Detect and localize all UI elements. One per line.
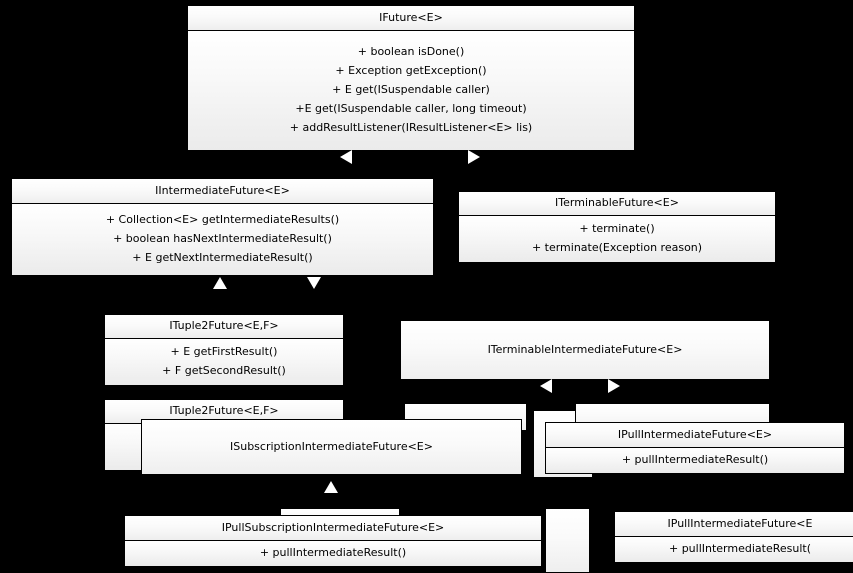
class-box-ituple2future[interactable]: ITuple2Future<E,F> + E getFirstResult() …: [104, 314, 344, 386]
member-row: + terminate(): [579, 222, 655, 236]
inheritance-arrow-to-ifuture-left: [340, 150, 352, 164]
class-title-ipullintermediatefuture: IPullIntermediateFuture<E>: [546, 423, 844, 448]
class-title-ipullsubscriptionintermediatefuture: IPullSubscriptionIntermediateFuture<E>: [125, 516, 541, 541]
member-row: + pullIntermediateResult(: [668, 542, 812, 556]
class-box-iintermediatefuture[interactable]: IIntermediateFuture<E> + Collection<E> g…: [11, 178, 434, 276]
class-members-iintermediatefuture: + Collection<E> getIntermediateResults()…: [12, 204, 433, 275]
class-title-ipullintermediatefuture-2: IPullIntermediateFuture<E: [615, 512, 853, 537]
inheritance-arrow-to-isubscriptionintermediate: [324, 481, 338, 493]
class-box-isubscriptionintermediatefuture[interactable]: ISubscriptionIntermediateFuture<E>: [141, 419, 522, 475]
class-box-ipullsubscriptionintermediatefuture[interactable]: IPullSubscriptionIntermediateFuture<E> +…: [124, 515, 542, 567]
inheritance-arrow-from-iintermediatefuture-right: [307, 277, 321, 289]
class-members-ipullsubscriptionintermediatefuture: + pullIntermediateResult(): [125, 541, 541, 566]
inheritance-arrow-to-iterminableintermediate-right: [608, 379, 620, 393]
member-row: + E getNextIntermediateResult(): [132, 250, 313, 264]
class-title-iintermediatefuture: IIntermediateFuture<E>: [12, 179, 433, 204]
class-members-ituple2future: + E getFirstResult() + F getSecondResult…: [105, 339, 343, 385]
class-title-occluded-e: [546, 509, 589, 572]
class-members-iterminablefuture: + terminate() + terminate(Exception reas…: [459, 216, 775, 262]
class-title-iterminablefuture: ITerminableFuture<E>: [459, 192, 775, 216]
member-row: + pullIntermediateResult(): [621, 453, 769, 467]
member-row: + addResultListener(IResultListener<E> l…: [289, 120, 533, 134]
class-members-ipullintermediatefuture-2: + pullIntermediateResult(: [615, 537, 853, 562]
inheritance-arrow-to-iintermediatefuture-left: [213, 277, 227, 289]
member-row: + pullIntermediateResult(): [259, 546, 407, 560]
class-title-isubscriptionintermediatefuture: ISubscriptionIntermediateFuture<E>: [142, 420, 521, 474]
member-row: + E getFirstResult(): [170, 345, 278, 359]
class-members-ipullintermediatefuture: + pullIntermediateResult(): [546, 448, 844, 473]
class-members-ifuture: + boolean isDone() + Exception getExcept…: [188, 31, 634, 150]
class-title-ifuture: IFuture<E>: [188, 6, 634, 31]
class-box-ipullintermediatefuture-2[interactable]: IPullIntermediateFuture<E + pullIntermed…: [614, 511, 853, 563]
class-box-ifuture[interactable]: IFuture<E> + boolean isDone() + Exceptio…: [187, 5, 635, 151]
class-box-ipullintermediatefuture[interactable]: IPullIntermediateFuture<E> + pullInterme…: [545, 422, 845, 474]
member-row: + terminate(Exception reason): [531, 241, 703, 254]
member-row: + F getSecondResult(): [162, 364, 286, 377]
class-title-ituple2future: ITuple2Future<E,F>: [105, 315, 343, 339]
member-row: + boolean hasNextIntermediateResult(): [113, 232, 332, 246]
inheritance-arrow-to-ifuture-right: [468, 150, 480, 164]
class-box-occluded-e[interactable]: [545, 508, 590, 573]
class-box-iterminablefuture[interactable]: ITerminableFuture<E> + terminate() + ter…: [458, 191, 776, 263]
member-row: + boolean isDone(): [357, 45, 465, 59]
member-row: + E get(ISuspendable caller): [332, 83, 490, 97]
class-box-iterminableintermediatefuture[interactable]: ITerminableIntermediateFuture<E>: [400, 320, 770, 380]
member-row: + Collection<E> getIntermediateResults(): [105, 213, 340, 227]
member-row: +E get(ISuspendable caller, long timeout…: [295, 101, 527, 115]
class-title-iterminableintermediatefuture: ITerminableIntermediateFuture<E>: [401, 321, 769, 379]
inheritance-arrow-to-iterminableintermediate-left: [540, 379, 552, 393]
member-row: + Exception getException(): [335, 64, 487, 78]
